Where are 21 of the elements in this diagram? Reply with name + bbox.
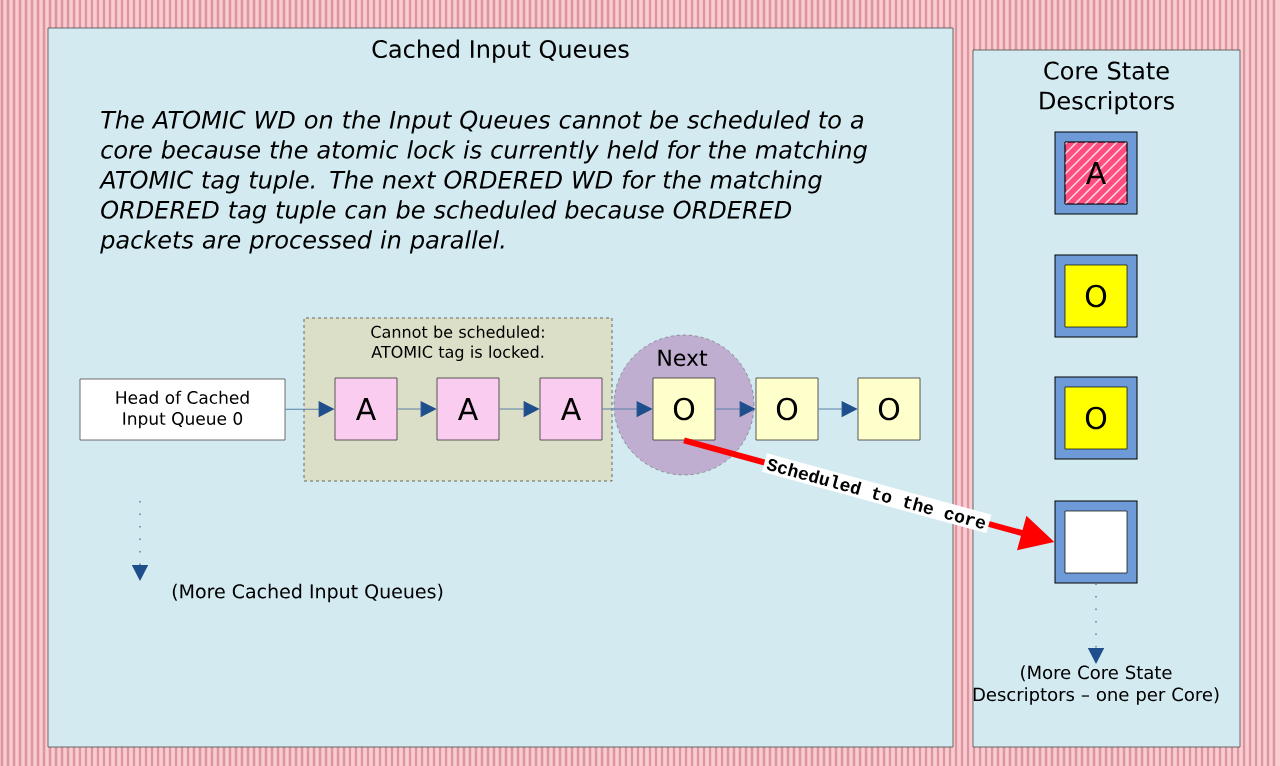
queue-entry-box: O	[857, 377, 921, 441]
arrow	[498, 401, 539, 417]
queue-entry-box: O	[652, 377, 716, 441]
core-descriptor-box: O	[1054, 254, 1138, 338]
queue-entry-box: A	[436, 377, 500, 441]
queue-entry-box: A	[334, 377, 398, 441]
note-text: (More Cached Input Queues)	[172, 583, 443, 603]
panel-title: Cached Input Queues	[372, 39, 629, 63]
arrow	[817, 401, 857, 417]
core-descriptor-box: O	[1054, 376, 1138, 460]
queue-head-box: Head of Cached Input Queue 0	[79, 378, 286, 441]
core-descriptor-box	[1054, 500, 1138, 584]
arrow	[396, 401, 436, 417]
note-text: (More Core State Descriptors – one per Core)	[973, 665, 1219, 705]
description-text: The ATOMIC WD on the Input Queues cannot be scheduled to a core because the atomic lock is currently held for the matching ATOMIC tag tuple. The next ORDERED WD for the matching ORDERED tag tuple can be scheduled because ORDERED packets are processed in parallel.	[98, 110, 867, 254]
arrow	[714, 401, 755, 417]
queue-entry-box: A	[539, 377, 603, 441]
arrow	[601, 401, 652, 417]
arrow	[284, 401, 334, 417]
panel-title: Core State Descriptors	[1040, 61, 1174, 115]
queue-entry-box: O	[755, 377, 819, 441]
